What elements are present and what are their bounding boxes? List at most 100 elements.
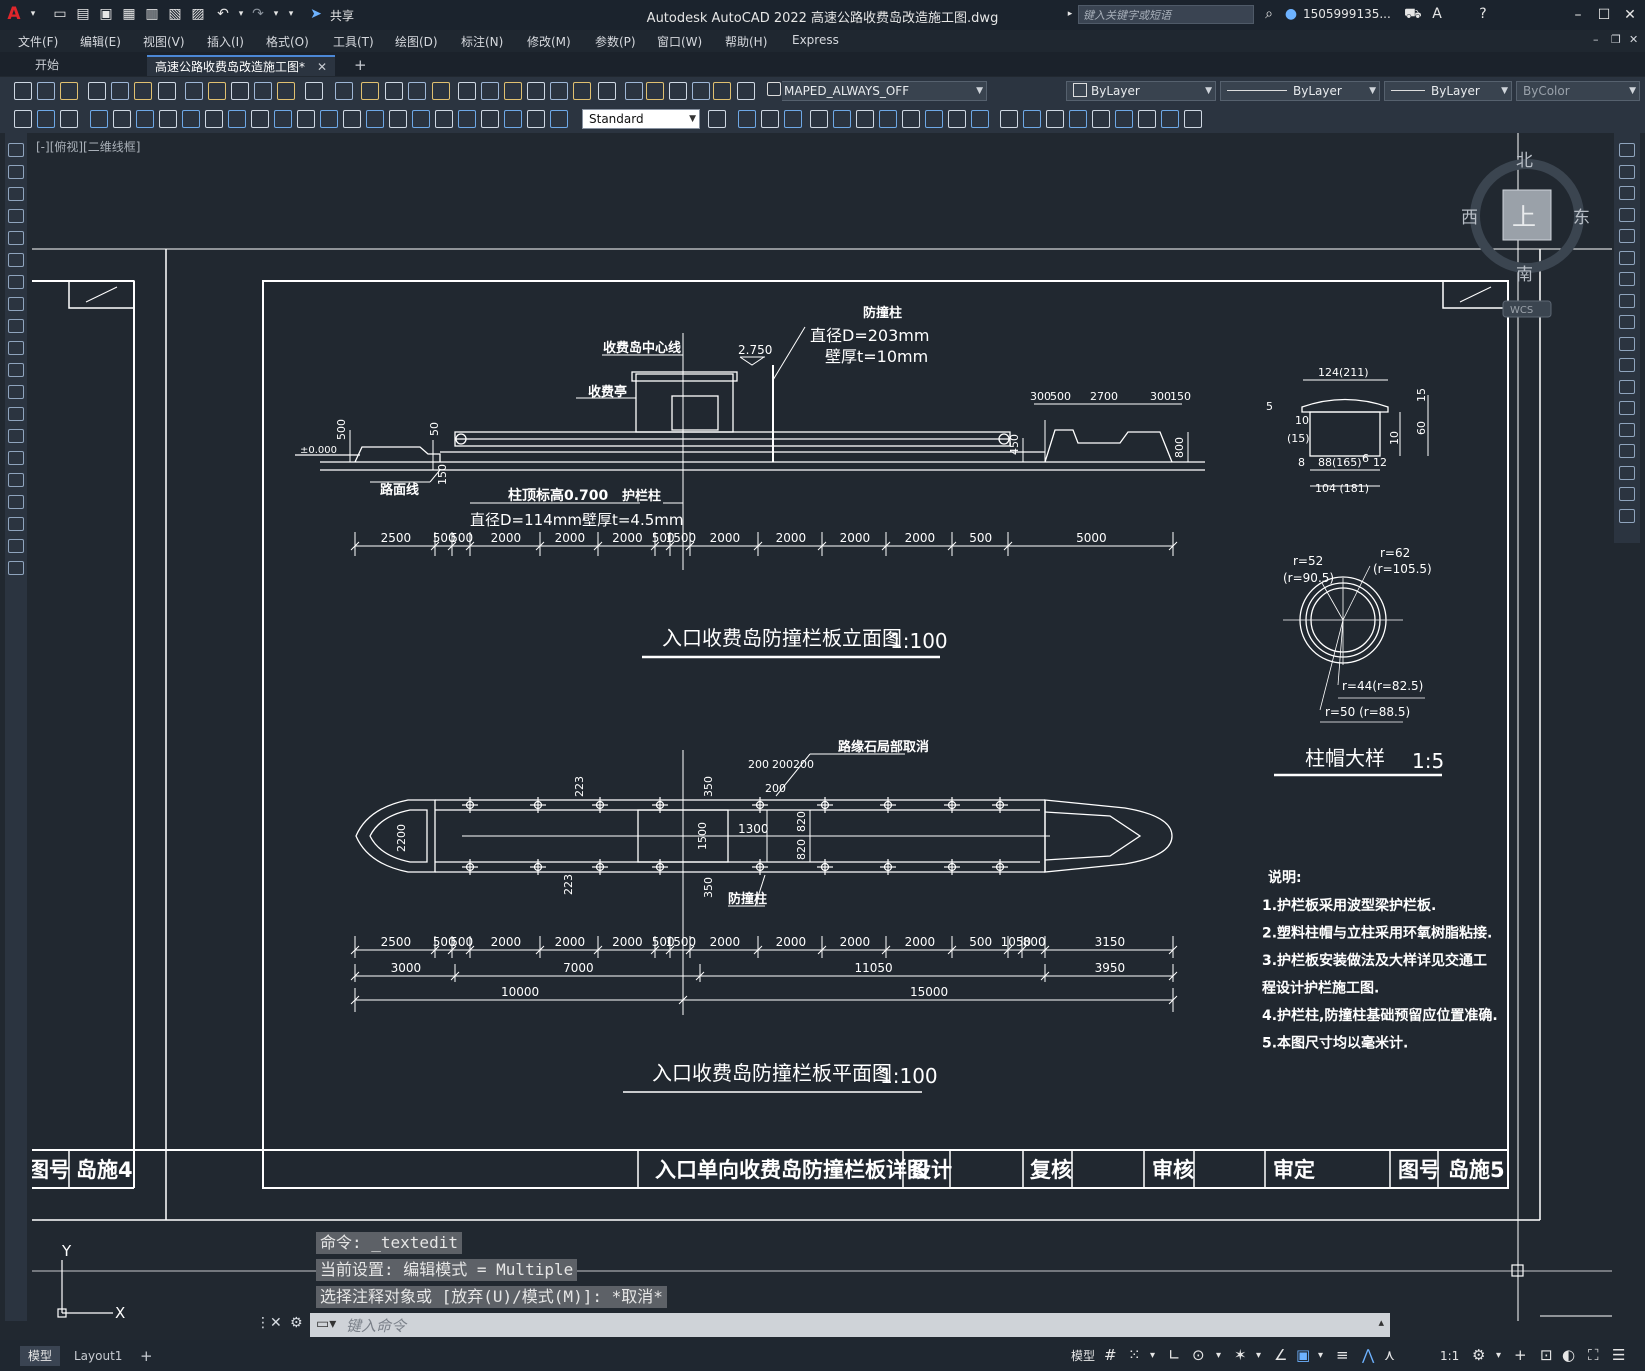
- undo-icon[interactable]: ↶: [217, 6, 229, 22]
- add-layout-button[interactable]: +: [140, 1347, 153, 1365]
- menu-tools[interactable]: 工具(T): [333, 35, 374, 49]
- standard-tool-icon[interactable]: [158, 82, 176, 100]
- lineweight-icon[interactable]: ≡: [1336, 1346, 1349, 1364]
- standard-tool-icon[interactable]: [277, 82, 295, 100]
- menu-file[interactable]: 文件(F): [18, 35, 59, 49]
- maximize-button[interactable]: ☐: [1597, 7, 1611, 23]
- publish-icon[interactable]: ▥: [145, 6, 159, 22]
- dimension-tool-icon[interactable]: [159, 110, 177, 128]
- lineweight-dropdown[interactable]: ByLayer▼: [1384, 81, 1512, 101]
- search-expand-icon[interactable]: ▸: [1067, 9, 1073, 19]
- new-icon[interactable]: ▭: [53, 6, 67, 22]
- dimension-tool-icon[interactable]: [1184, 110, 1202, 128]
- draw-tool-icon[interactable]: [8, 319, 24, 333]
- textstyle-dropdown[interactable]: Standard▼: [582, 109, 700, 129]
- tab-close-icon[interactable]: ✕: [316, 60, 327, 74]
- standard-tool-icon[interactable]: [669, 82, 687, 100]
- draw-tool-icon[interactable]: [8, 187, 24, 201]
- user-icon[interactable]: ●: [1284, 6, 1298, 22]
- draw-tool-icon[interactable]: [8, 363, 24, 377]
- standard-tool-icon[interactable]: [231, 82, 249, 100]
- viewcube-south[interactable]: 南: [1516, 265, 1533, 285]
- plus-icon[interactable]: +: [1514, 1346, 1527, 1364]
- angle-icon[interactable]: ∠: [1274, 1346, 1288, 1364]
- modify-tool-icon[interactable]: [1619, 207, 1635, 222]
- autocad-logo[interactable]: A: [7, 4, 21, 24]
- modify-tool-icon[interactable]: [1619, 315, 1635, 329]
- dimension-tool-icon[interactable]: [784, 110, 802, 128]
- viewcube-north[interactable]: 北: [1516, 151, 1533, 171]
- dimension-tool-icon[interactable]: [320, 110, 338, 128]
- dimension-tool-icon[interactable]: [251, 110, 269, 128]
- standard-tool-icon[interactable]: [573, 82, 591, 100]
- dimension-tool-icon[interactable]: [761, 110, 779, 128]
- dimension-tool-icon[interactable]: [90, 110, 108, 128]
- dimension-tool-icon[interactable]: [1046, 110, 1064, 128]
- modify-tool-icon[interactable]: [1619, 250, 1635, 265]
- dimension-tool-icon[interactable]: [136, 110, 154, 128]
- dimension-tool-icon[interactable]: [1069, 110, 1087, 128]
- dimension-tool-icon[interactable]: [60, 110, 78, 128]
- standard-tool-icon[interactable]: [88, 82, 106, 100]
- menu-insert[interactable]: 插入(I): [207, 35, 244, 49]
- dimension-tool-icon[interactable]: [1161, 110, 1179, 128]
- command-prompt-icon[interactable]: ▭▾: [316, 1316, 337, 1332]
- dimension-tool-icon[interactable]: [971, 110, 989, 128]
- standard-tool-icon[interactable]: [504, 82, 522, 100]
- linetype-dropdown[interactable]: ByLayer▼: [1220, 81, 1380, 101]
- draw-tool-icon[interactable]: [8, 385, 24, 399]
- doc-close-button[interactable]: ✕: [1629, 33, 1639, 46]
- modify-tool-icon[interactable]: [1619, 164, 1635, 179]
- modify-tool-icon[interactable]: [1619, 186, 1635, 200]
- standard-tool-icon[interactable]: [598, 82, 616, 100]
- snap-icon[interactable]: ⁙: [1128, 1346, 1141, 1364]
- dimension-tool-icon[interactable]: [37, 110, 55, 128]
- wcs-button[interactable]: [1502, 300, 1552, 318]
- dimension-tool-icon[interactable]: [1115, 110, 1133, 128]
- annotation-scale-button[interactable]: 1:1: [1440, 1349, 1460, 1363]
- osnap-icon[interactable]: ✶: [1234, 1346, 1247, 1364]
- dimension-tool-icon[interactable]: [810, 110, 828, 128]
- command-line-settings-icon[interactable]: ⚙: [290, 1315, 303, 1331]
- menu-window[interactable]: 窗口(W): [657, 35, 703, 49]
- chevron-down-icon[interactable]: ▾: [1318, 1350, 1324, 1361]
- draw-tool-icon[interactable]: [8, 297, 24, 311]
- viewcube-east[interactable]: 东: [1573, 208, 1590, 228]
- viewcube-face-top[interactable]: [1502, 189, 1552, 241]
- standard-tool-icon[interactable]: [60, 82, 78, 100]
- grid-icon[interactable]: #: [1104, 1346, 1117, 1364]
- draw-tool-icon[interactable]: [8, 451, 24, 465]
- minimize-button[interactable]: –: [1574, 7, 1582, 23]
- standard-tool-icon[interactable]: [37, 82, 55, 100]
- plotstyle-dropdown[interactable]: ByColor▼: [1516, 81, 1640, 101]
- dimension-tool-icon[interactable]: [412, 110, 430, 128]
- saveas-icon[interactable]: ▦: [122, 6, 136, 22]
- draw-tool-icon[interactable]: [8, 231, 24, 245]
- command-line-close-icon[interactable]: ⋮✕: [256, 1315, 282, 1331]
- tab-start[interactable]: 开始: [35, 58, 60, 72]
- tab-layout1[interactable]: Layout1: [74, 1349, 123, 1363]
- command-input[interactable]: ▭▾ 键入命令 ▴: [310, 1313, 1390, 1337]
- standard-tool-icon[interactable]: [208, 82, 226, 100]
- plot-icon[interactable]: ▨: [191, 6, 205, 22]
- standard-tool-icon[interactable]: [527, 82, 545, 100]
- viewcube-top-label[interactable]: 上: [1512, 203, 1536, 231]
- standard-tool-icon[interactable]: [14, 82, 32, 100]
- standard-tool-icon[interactable]: [385, 82, 403, 100]
- draw-tool-icon[interactable]: [8, 209, 24, 223]
- standard-tool-icon[interactable]: [305, 82, 323, 100]
- modify-tool-icon[interactable]: [1619, 358, 1635, 372]
- draw-tool-icon[interactable]: [8, 429, 24, 443]
- menu-view[interactable]: 视图(V): [143, 35, 185, 49]
- modify-tool-icon[interactable]: [1619, 444, 1635, 458]
- modify-tool-icon[interactable]: [1619, 422, 1635, 437]
- doc-minimize-button[interactable]: –: [1593, 33, 1599, 46]
- dimension-tool-icon[interactable]: [879, 110, 897, 128]
- dimension-tool-icon[interactable]: [228, 110, 246, 128]
- menu-edit[interactable]: 编辑(E): [80, 35, 121, 49]
- layer-dropdown[interactable]: MAPED_ALWAYS_OFF▼: [782, 81, 987, 101]
- modify-tool-icon[interactable]: [1619, 465, 1635, 480]
- search-icon[interactable]: ⌕: [1265, 6, 1273, 22]
- draw-tool-icon[interactable]: [8, 143, 24, 157]
- chevron-down-icon[interactable]: ▾: [1256, 1350, 1262, 1361]
